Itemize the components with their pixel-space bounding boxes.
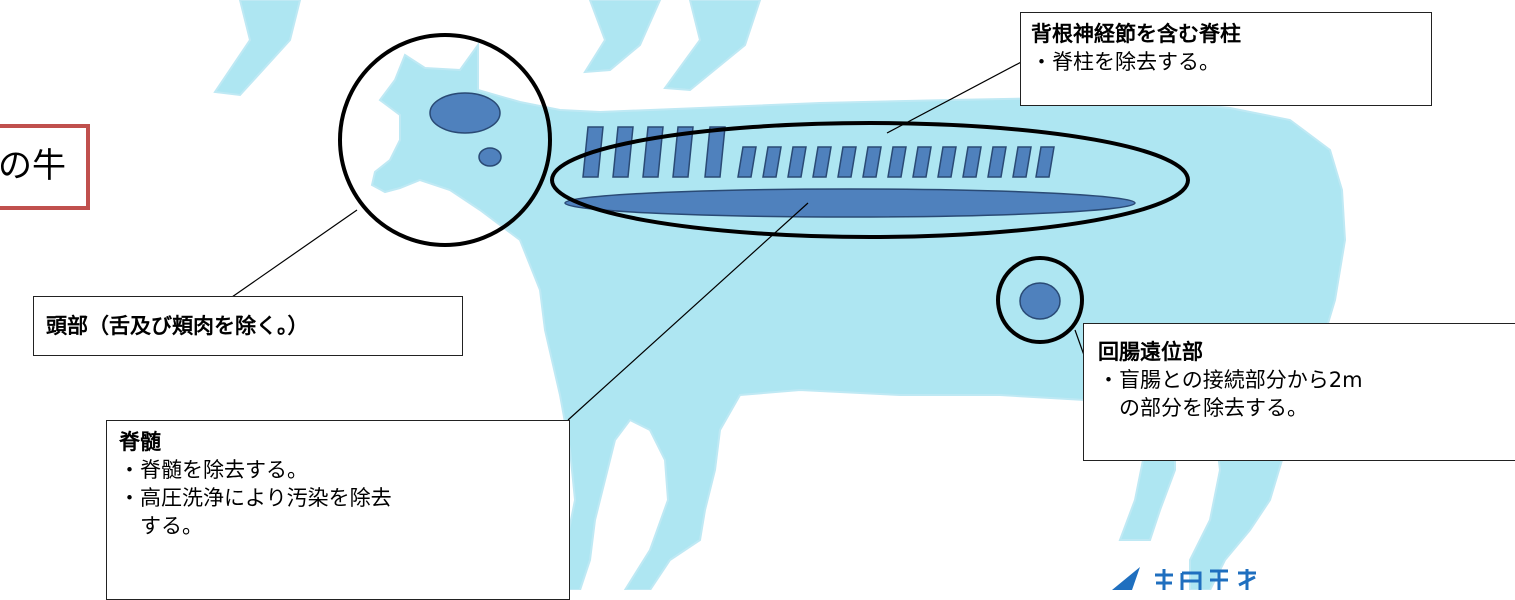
- organ-parts: [429, 92, 1136, 320]
- callout-ileum-line-2: の部分を除去する。: [1098, 396, 1308, 420]
- agency-logo: [1112, 567, 1256, 590]
- callout-spinal-cord-line-3: する。: [119, 514, 203, 538]
- callout-spinal-cord-line-1: ・脊髄を除去する。: [119, 458, 308, 482]
- vertebra-shape: [937, 146, 957, 178]
- spinal-cord-shape: [564, 188, 1136, 218]
- vertebra-shape: [887, 146, 907, 178]
- page-title-tag: の牛: [0, 124, 90, 210]
- ileum-ring: [996, 256, 1084, 344]
- vertebra-shape: [837, 146, 857, 178]
- vertebra-shape: [737, 146, 757, 178]
- callout-ileum-title: 回腸遠位部: [1098, 340, 1203, 364]
- eye-shape: [478, 147, 502, 167]
- vertebra-shape: [812, 146, 832, 178]
- logo-swoosh-icon: [1112, 567, 1140, 590]
- top-leg-1: [213, 0, 302, 97]
- callout-spinal-cord-line-2: ・高圧洗浄により汚染を除去: [119, 486, 392, 510]
- vertebra-shape: [987, 146, 1007, 178]
- cow-silhouette: [213, 0, 1347, 590]
- brain-shape: [429, 92, 501, 134]
- vertebra-shape: [912, 146, 932, 178]
- vertebra-shape: [1012, 146, 1032, 178]
- spinal-cord-leader: [567, 202, 809, 421]
- callout-ileum: 回腸遠位部 ・盲腸との接続部分から2m の部分を除去する。: [1083, 323, 1515, 461]
- callout-head-title: 頭部（舌及び頬肉を除く。）: [46, 314, 309, 338]
- vertebrae-group: [582, 126, 1055, 178]
- top-leg-3: [663, 0, 762, 92]
- highlight-rings: [338, 33, 1190, 344]
- vertebra-shape: [962, 146, 982, 178]
- callout-spine-line: ・脊柱を除去する。: [1031, 50, 1220, 74]
- vertebra-shape: [1035, 146, 1055, 178]
- vertebra-shape: [787, 146, 807, 178]
- head-ring: [338, 33, 552, 247]
- callout-spinal-cord-title: 脊髄: [119, 430, 161, 454]
- spine-leader: [886, 59, 1026, 134]
- callout-spine-title: 背根神経節を含む脊柱: [1031, 22, 1241, 46]
- leader-lines: [231, 59, 1101, 421]
- vertebra-shape: [762, 146, 782, 178]
- vertebra-shape: [704, 126, 726, 178]
- vertebra-shape: [672, 126, 694, 178]
- vertebra-shape: [862, 146, 882, 178]
- callout-spine: 背根神経節を含む脊柱 ・脊柱を除去する。: [1020, 12, 1432, 106]
- top-leg-2: [583, 0, 662, 74]
- ileum-shape: [1019, 282, 1061, 320]
- head-leader: [231, 209, 358, 298]
- callout-spinal-cord: 脊髄 ・脊髄を除去する。 ・高圧洗浄により汚染を除去 する。: [106, 420, 570, 600]
- vertebra-shape: [612, 126, 634, 178]
- callout-ileum-line-1: ・盲腸との接続部分から2m: [1098, 368, 1363, 392]
- callout-head: 頭部（舌及び頬肉を除く。）: [33, 296, 463, 356]
- spine-ring: [550, 121, 1190, 239]
